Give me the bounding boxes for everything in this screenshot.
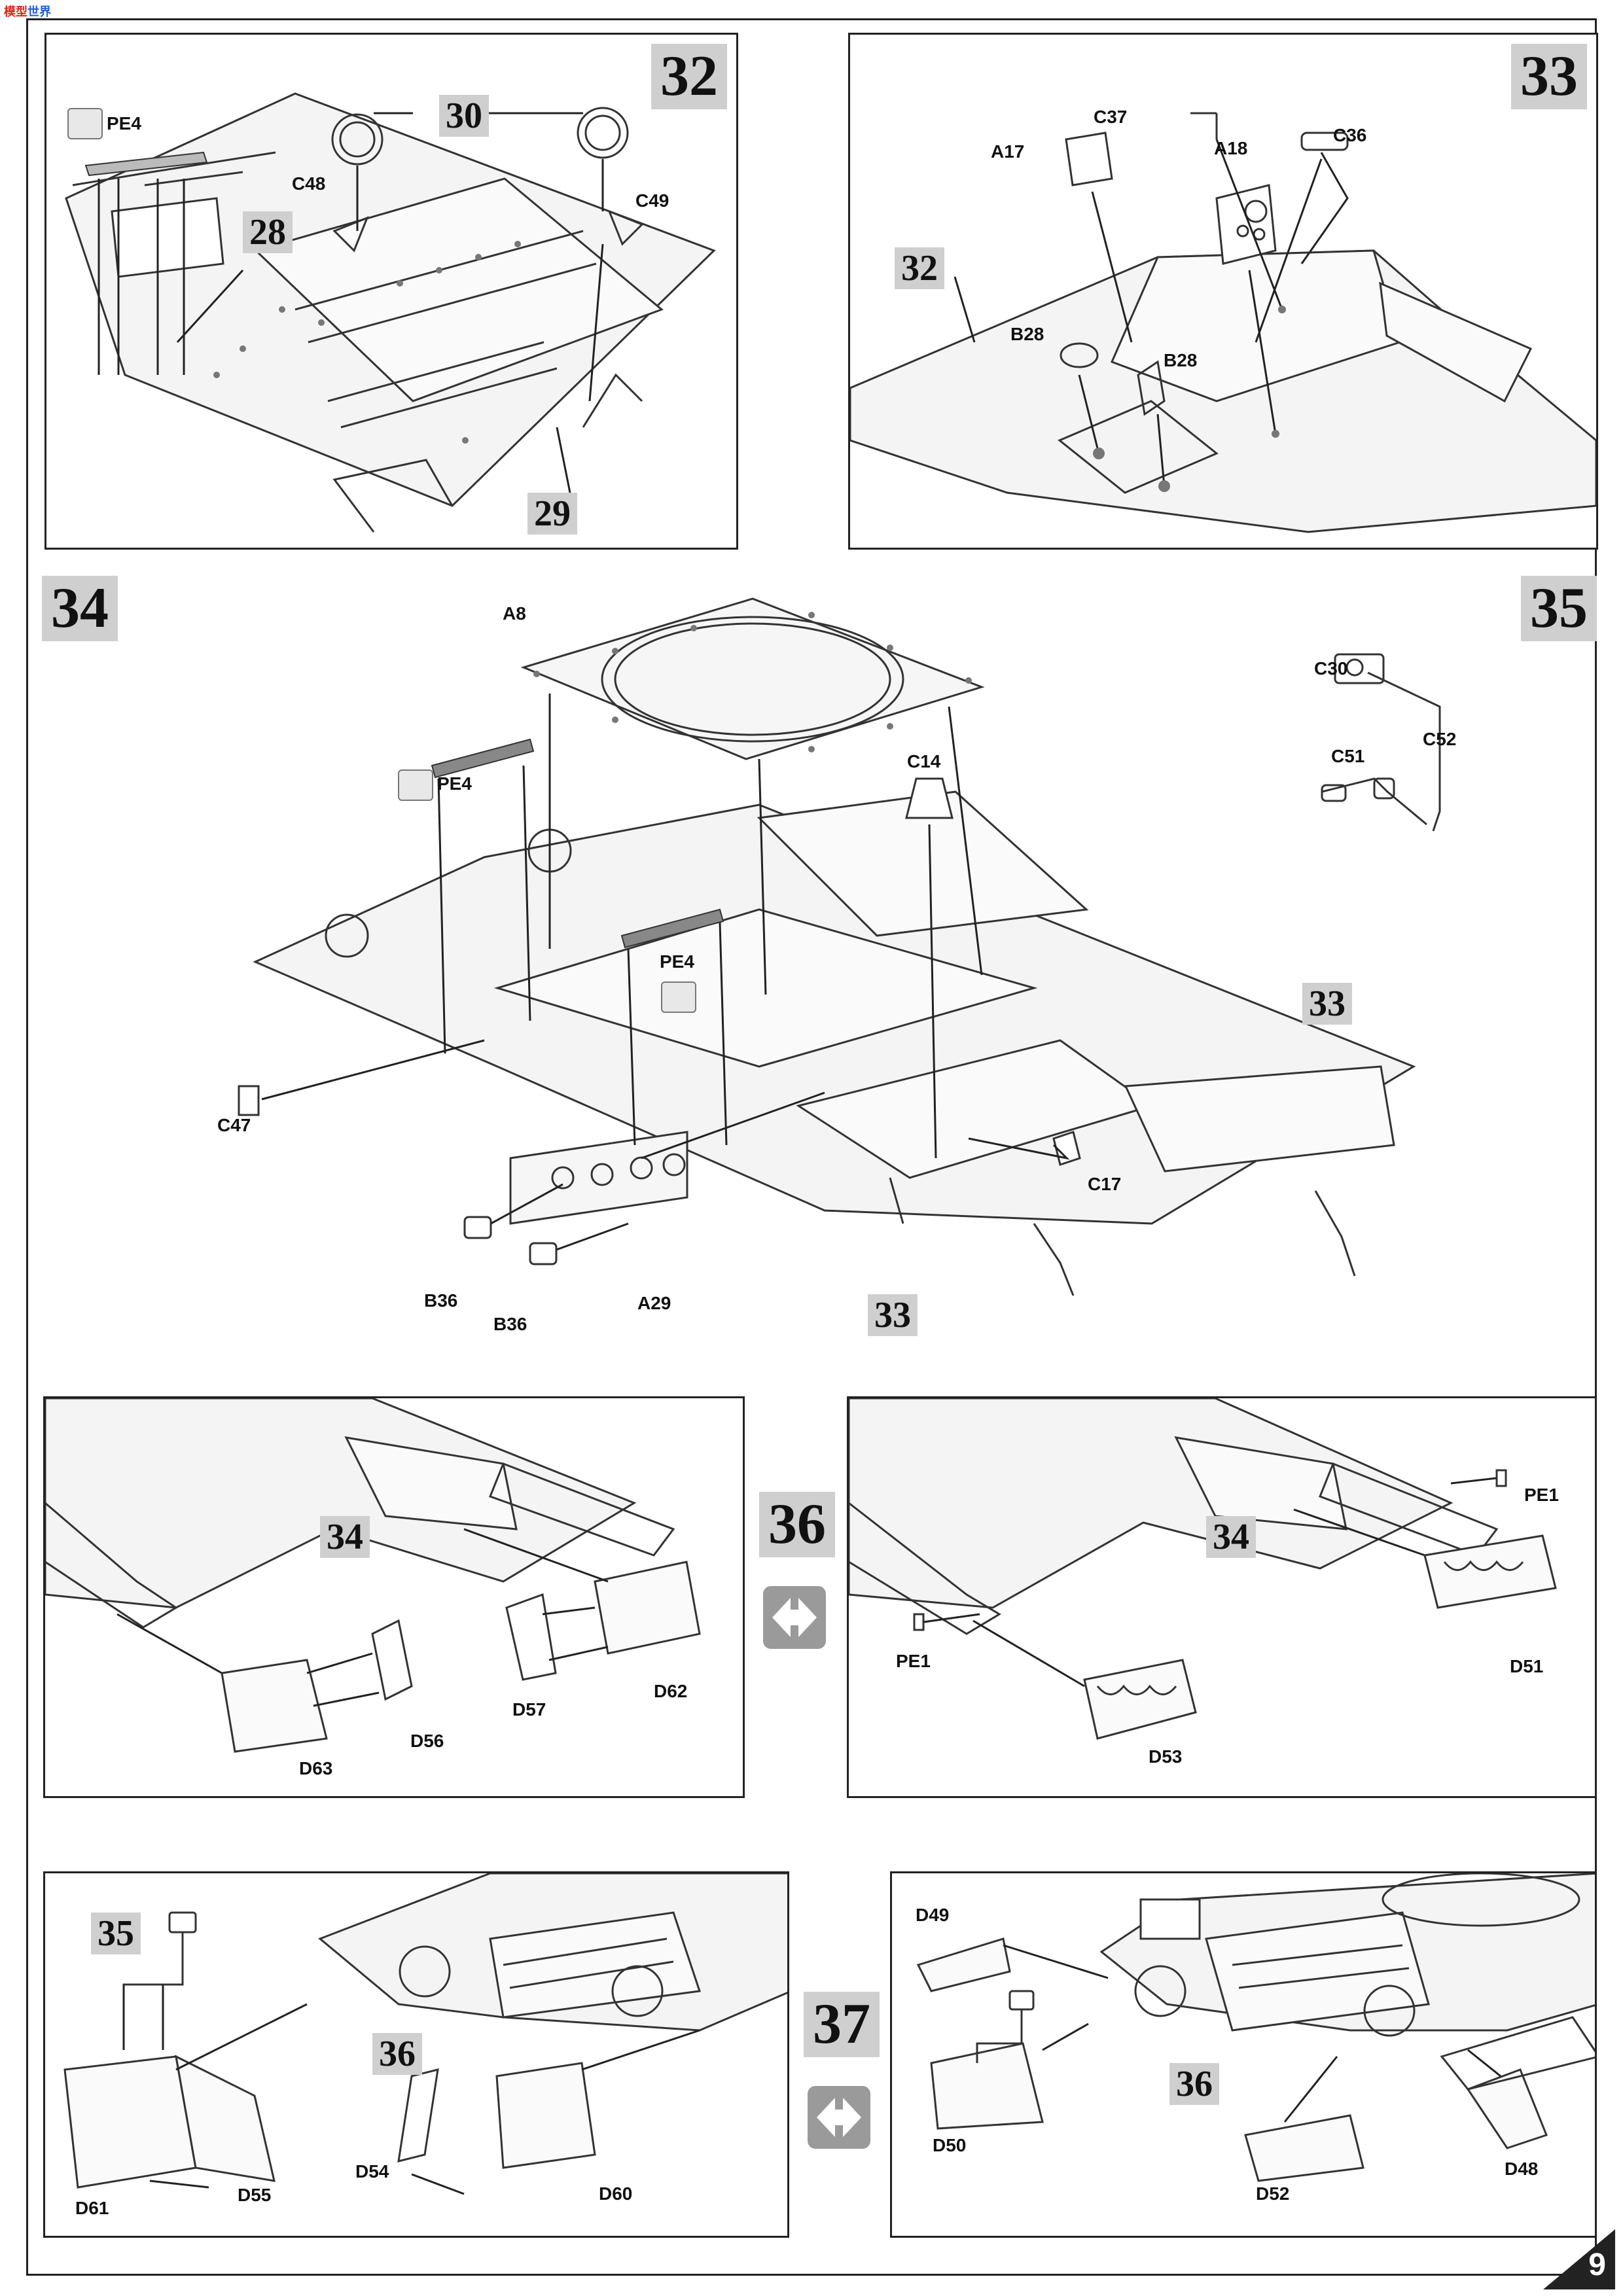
step-32-number: 32 — [651, 44, 727, 109]
label-d49: D49 — [916, 1905, 950, 1925]
label-b28-a: B28 — [1010, 324, 1044, 344]
ref-28: 28 — [243, 211, 293, 253]
step-37-left-panel: 35 36 D61 D55 D54 D60 — [43, 1871, 789, 2238]
page-number: 9 — [1588, 2248, 1606, 2282]
ref-34: 34 — [320, 1516, 370, 1558]
step-37-right-panel: D49 36 D50 D52 D48 — [890, 1871, 1597, 2238]
site-logo: 模型世界 — [4, 5, 51, 18]
label-c52: C52 — [1423, 729, 1457, 749]
label-a8: A8 — [503, 603, 526, 624]
label-pe4-a: PE4 — [437, 773, 472, 794]
label-d61: D61 — [75, 2198, 109, 2218]
label-b28-b: B28 — [1164, 350, 1198, 370]
ref-29: 29 — [527, 493, 577, 535]
label-a17: A17 — [991, 141, 1025, 162]
label-c51: C51 — [1331, 746, 1365, 766]
label-d56: D56 — [410, 1731, 444, 1751]
photo-etch-icon — [661, 981, 696, 1013]
label-a18: A18 — [1214, 138, 1248, 158]
mirror-assembly-icon — [763, 1586, 826, 1649]
mirror-assembly-icon — [808, 2086, 870, 2149]
label-c37: C37 — [1094, 107, 1128, 127]
label-pe4: PE4 — [107, 113, 141, 133]
label-pe4-b: PE4 — [660, 951, 694, 972]
step-32-drawing — [65, 92, 716, 533]
page-number-corner: 9 — [1537, 2224, 1615, 2289]
label-d54: D54 — [355, 2161, 389, 2181]
step-36-right-panel: 34 PE1 PE1 D51 D53 — [847, 1396, 1597, 1798]
step-36-right-drawing — [849, 1398, 1557, 1740]
page-frame — [26, 18, 1597, 2276]
step-37-right-drawing — [916, 1873, 1595, 2182]
label-c36: C36 — [1333, 125, 1367, 145]
step-36-left-panel: 34 D62 D57 D63 D56 — [43, 1396, 745, 1798]
label-c30: C30 — [1314, 658, 1348, 679]
step-33-panel: 33 32 C37 A17 A18 C36 B28 B28 — [848, 33, 1598, 550]
label-pe1-b: PE1 — [896, 1651, 931, 1671]
ref-36: 36 — [1169, 2063, 1219, 2105]
step-37-number: 37 — [804, 1992, 880, 2057]
step-33-number: 33 — [1511, 44, 1587, 109]
label-d52: D52 — [1256, 2183, 1290, 2204]
photo-etch-icon — [398, 769, 433, 801]
ref-30: 30 — [439, 95, 489, 137]
photo-etch-icon — [67, 108, 103, 139]
label-d63: D63 — [299, 1758, 333, 1778]
label-d48: D48 — [1505, 2159, 1539, 2179]
label-d62: D62 — [654, 1681, 688, 1701]
step-34-number: 34 — [42, 576, 118, 641]
ref-36: 36 — [372, 2033, 422, 2075]
ref-33-b: 33 — [868, 1294, 918, 1336]
ref-32: 32 — [895, 247, 944, 289]
label-b36-b: B36 — [493, 1314, 527, 1334]
step-32-panel: 32 PE4 C48 C49 28 29 30 — [45, 33, 738, 550]
label-d55: D55 — [238, 2185, 272, 2205]
step-35-number: 35 — [1521, 576, 1597, 641]
label-c49: C49 — [635, 190, 669, 211]
step-34-drawing — [238, 597, 1441, 1296]
step-33-drawing — [850, 112, 1596, 533]
label-b36-a: B36 — [424, 1290, 458, 1311]
ref-35: 35 — [91, 1913, 141, 1954]
label-d57: D57 — [512, 1699, 546, 1720]
ref-33-a: 33 — [1302, 983, 1352, 1025]
ref-34: 34 — [1206, 1516, 1256, 1558]
label-c48: C48 — [292, 173, 326, 194]
label-c17: C17 — [1088, 1174, 1122, 1194]
step-36-number: 36 — [759, 1492, 835, 1557]
step-34-area: 34 35 A8 PE4 PE4 C14 C47 C17 B36 B36 A29… — [39, 569, 1597, 1368]
label-pe1-a: PE1 — [1524, 1485, 1559, 1505]
label-d60: D60 — [599, 2183, 633, 2204]
label-c47: C47 — [217, 1115, 251, 1135]
label-d53: D53 — [1149, 1746, 1183, 1767]
label-d51: D51 — [1510, 1656, 1544, 1676]
label-d50: D50 — [933, 2135, 967, 2155]
step-36-left-drawing — [45, 1398, 701, 1753]
label-a29: A29 — [637, 1293, 671, 1313]
label-c14: C14 — [907, 751, 941, 771]
step-37-left-drawing — [63, 1873, 787, 2195]
